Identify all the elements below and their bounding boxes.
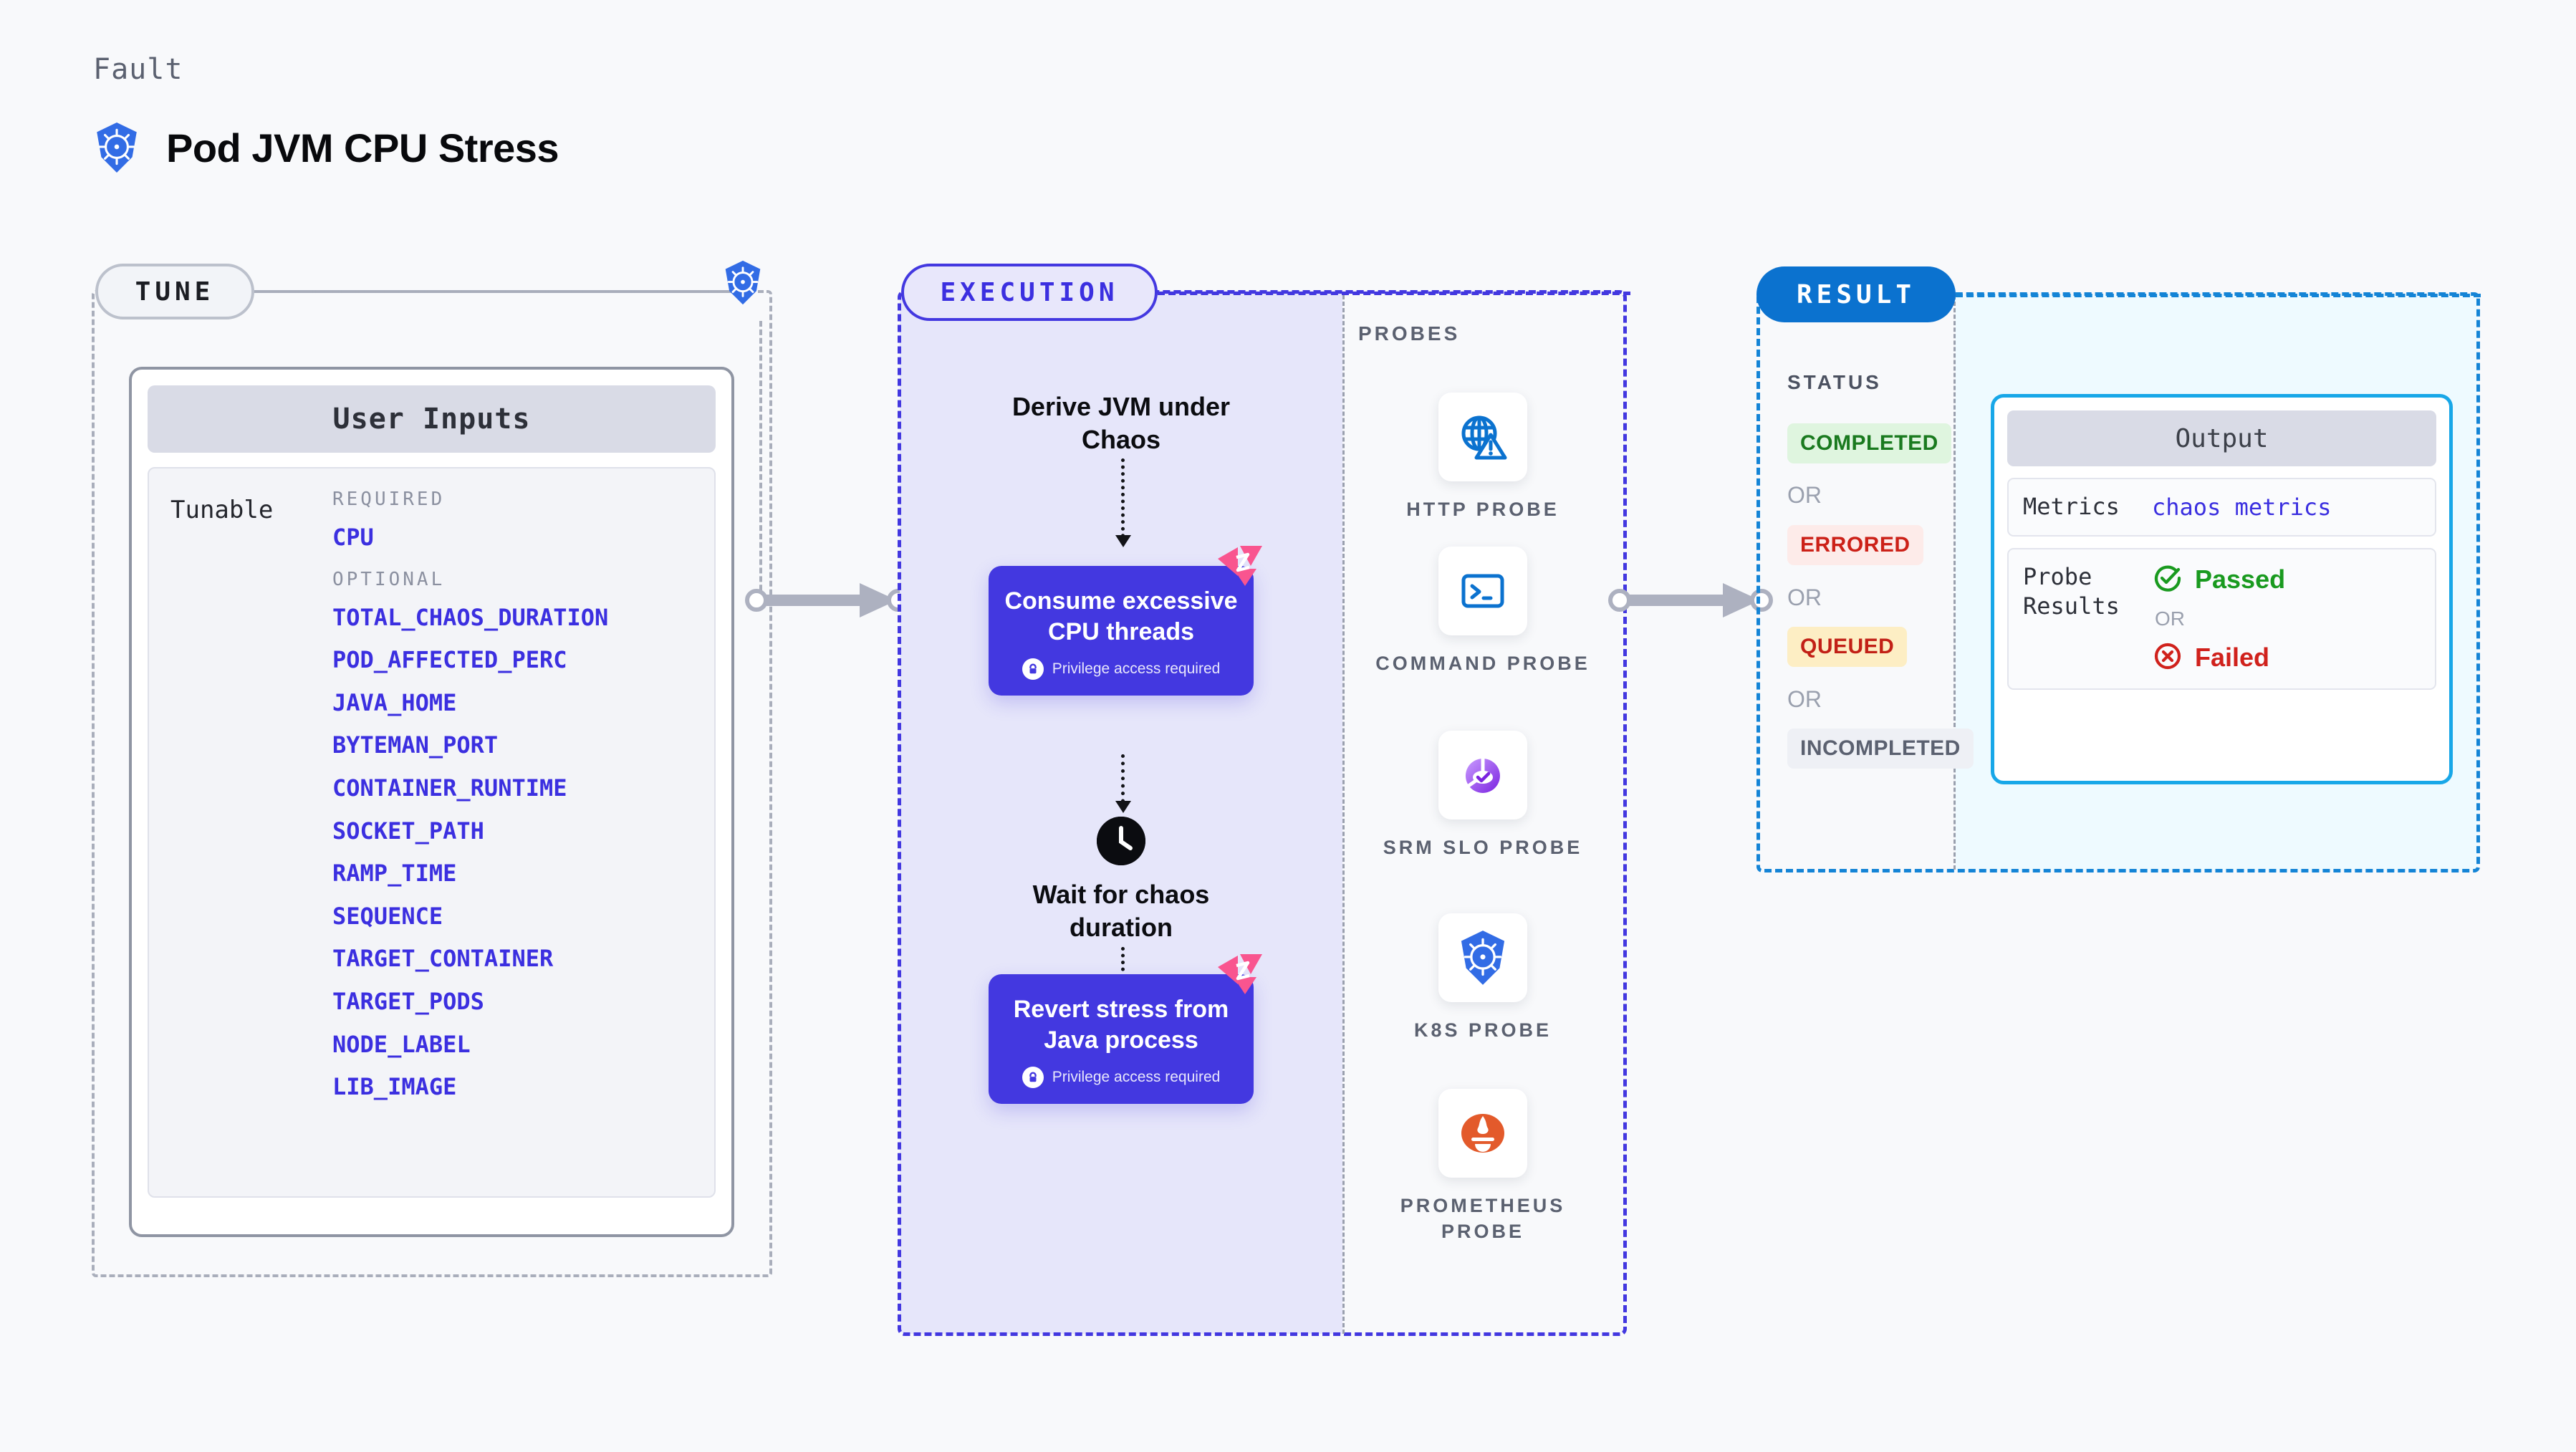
status-badge-queued: QUEUED	[1787, 627, 1908, 667]
user-inputs-card: User Inputs Tunable REQUIRED CPU OPTIONA…	[129, 367, 734, 1237]
lock-icon	[1022, 658, 1044, 680]
probe-http[interactable]: HTTP PROBE	[1365, 393, 1601, 523]
action-title: Revert stress from Java process	[1013, 996, 1229, 1054]
prometheus-icon	[1438, 1089, 1527, 1178]
passed-label: Passed	[2195, 564, 2286, 595]
chaos-badge-icon	[1216, 953, 1264, 999]
probe-label: PROMETHEUS PROBE	[1400, 1195, 1566, 1242]
param-ramp-time[interactable]: RAMP_TIME	[332, 860, 457, 888]
param-cpu[interactable]: CPU	[332, 524, 374, 551]
execution-action-consume-cpu[interactable]: Consume excessive CPU threads Privilege …	[989, 566, 1254, 696]
execution-step-wait: Wait for chaos duration	[1032, 880, 1210, 943]
connector-dots-1	[1115, 458, 1131, 547]
user-inputs-body: Tunable REQUIRED CPU OPTIONAL TOTAL_CHAO…	[148, 467, 716, 1198]
group-label-optional: OPTIONAL	[332, 568, 446, 590]
output-card: Output Metrics chaos metrics Probe Resul…	[1991, 394, 2453, 784]
status-badge-incompleted: INCOMPLETED	[1787, 729, 1974, 769]
probe-result-or: OR	[2155, 607, 2185, 630]
result-divider	[1953, 295, 1956, 870]
probe-prometheus[interactable]: PROMETHEUS PROBE	[1365, 1089, 1601, 1244]
tunable-params: REQUIRED CPU OPTIONAL TOTAL_CHAOS_DURATI…	[328, 489, 700, 1196]
kubernetes-icon	[93, 122, 140, 173]
result-pill[interactable]: RESULT	[1756, 266, 1956, 322]
param-sequence[interactable]: SEQUENCE	[332, 902, 443, 930]
page-kicker: Fault	[93, 53, 183, 86]
probe-results-values: Passed OR Failed	[2152, 562, 2285, 675]
group-label-required: REQUIRED	[332, 489, 446, 510]
page-title-row: Pod JVM CPU Stress	[93, 122, 559, 173]
privilege-note: Privilege access required	[1001, 658, 1241, 680]
kubernetes-icon	[1438, 913, 1527, 1002]
tune-pill[interactable]: TUNE	[95, 264, 254, 319]
tunable-label: Tunable	[170, 496, 274, 524]
tune-leader-line	[255, 290, 735, 293]
status-or-1: OR	[1787, 482, 1822, 508]
param-container-runtime[interactable]: CONTAINER_RUNTIME	[332, 774, 567, 802]
param-pod-affected-perc[interactable]: POD_AFFECTED_PERC	[332, 646, 567, 674]
param-total-chaos-duration[interactable]: TOTAL_CHAOS_DURATION	[332, 603, 609, 631]
privilege-note: Privilege access required	[1001, 1067, 1241, 1088]
result-leader-line	[1956, 294, 2481, 297]
srm-slo-icon	[1438, 731, 1527, 819]
terminal-icon	[1438, 547, 1527, 635]
probes-label: PROBES	[1358, 322, 1461, 345]
x-circle-icon	[2152, 640, 2183, 675]
privilege-note-text: Privilege access required	[1052, 660, 1221, 677]
status-or-3: OR	[1787, 686, 1822, 712]
chaos-badge-icon	[1216, 544, 1264, 591]
param-byteman-port[interactable]: BYTEMAN_PORT	[332, 731, 499, 759]
connector-dots-2	[1115, 754, 1131, 813]
output-metrics-row: Metrics chaos metrics	[2007, 478, 2436, 537]
execution-pill[interactable]: EXECUTION	[901, 264, 1158, 321]
param-node-label[interactable]: NODE_LABEL	[332, 1030, 471, 1058]
lock-icon	[1022, 1067, 1044, 1088]
probe-command[interactable]: COMMAND PROBE	[1365, 547, 1601, 677]
metrics-value[interactable]: chaos metrics	[2152, 493, 2332, 521]
globe-warning-icon	[1438, 393, 1527, 481]
status-or-2: OR	[1787, 585, 1822, 610]
probes-divider	[1342, 295, 1345, 1334]
param-target-container[interactable]: TARGET_CONTAINER	[332, 945, 554, 973]
status-label: STATUS	[1787, 371, 1882, 393]
execution-action-revert-stress[interactable]: Revert stress from Java process Privileg…	[989, 974, 1254, 1104]
tune-kubernetes-badge-icon	[722, 260, 764, 309]
probe-result-failed: Failed	[2152, 640, 2285, 675]
param-java-home[interactable]: JAVA_HOME	[332, 688, 457, 716]
output-title: Output	[2007, 410, 2436, 466]
probe-srm-slo[interactable]: SRM SLO PROBE	[1365, 731, 1601, 861]
probe-label: COMMAND PROBE	[1375, 653, 1590, 674]
probe-result-passed: Passed	[2152, 562, 2285, 597]
user-inputs-title: User Inputs	[148, 385, 716, 453]
output-probe-results-row: Probe Results Passed OR	[2007, 547, 2436, 690]
param-lib-image[interactable]: LIB_IMAGE	[332, 1073, 457, 1101]
probe-label: HTTP PROBE	[1406, 499, 1559, 520]
execution-leader-line	[1158, 292, 1630, 295]
probe-results-key: Probe Results	[2023, 562, 2120, 620]
action-title: Consume excessive CPU threads	[1004, 587, 1238, 645]
probe-label: K8S PROBE	[1413, 1019, 1552, 1041]
check-circle-icon	[2152, 562, 2183, 597]
privilege-note-text: Privilege access required	[1052, 1069, 1221, 1085]
probe-label: SRM SLO PROBE	[1383, 837, 1583, 858]
clock-icon	[1097, 817, 1145, 865]
status-badge-errored: ERRORED	[1787, 525, 1923, 565]
param-socket-path[interactable]: SOCKET_PATH	[332, 817, 484, 845]
metrics-key: Metrics	[2023, 493, 2120, 520]
probe-k8s[interactable]: K8S PROBE	[1365, 913, 1601, 1044]
status-badge-completed: COMPLETED	[1787, 423, 1951, 463]
tune-to-execution-arrow	[745, 580, 910, 624]
failed-label: Failed	[2195, 643, 2270, 673]
execution-to-result-arrow	[1608, 580, 1773, 624]
param-target-pods[interactable]: TARGET_PODS	[332, 987, 484, 1015]
tune-badge-stem	[759, 321, 762, 607]
execution-step-derive-jvm: Derive JVM under Chaos	[1011, 392, 1231, 455]
page-title: Pod JVM CPU Stress	[166, 125, 559, 170]
